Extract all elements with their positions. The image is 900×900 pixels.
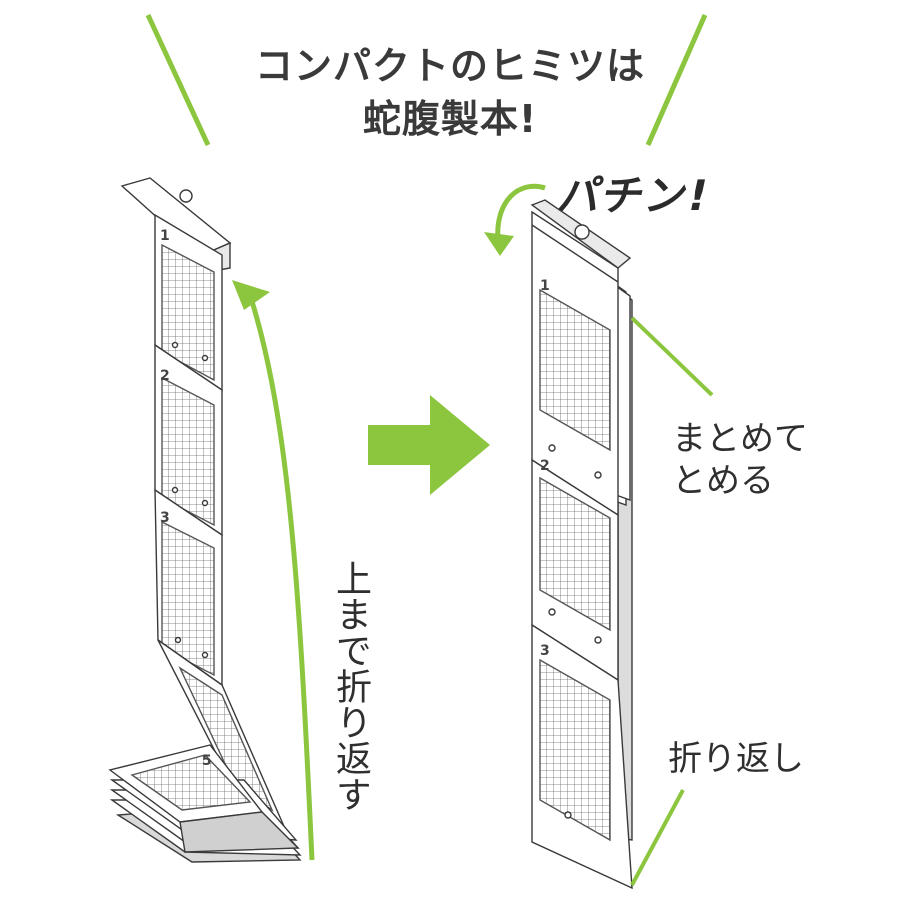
bind-callout-line-2: とめる bbox=[672, 461, 774, 501]
left-page-number-2: 2 bbox=[160, 368, 170, 384]
left-page-number-1: 1 bbox=[160, 228, 170, 244]
snap-arrow-shaft bbox=[495, 183, 546, 241]
title-accent-line-left bbox=[145, 13, 211, 147]
fold-up-arrow-shaft bbox=[247, 294, 315, 861]
right-hang-hole bbox=[574, 224, 590, 240]
snap-callout: パチン! bbox=[554, 171, 714, 220]
headline-line-1: コンパクトのヒミツは bbox=[254, 44, 645, 88]
hang-hole bbox=[179, 189, 193, 203]
fold-back-callout: 折り返し bbox=[668, 739, 804, 779]
fold-up-arrow-head bbox=[232, 280, 270, 310]
headline-line-2: 蛇腹製本! bbox=[362, 97, 538, 141]
left-page-number-3: 3 bbox=[160, 510, 170, 526]
snap-arrow-head bbox=[484, 232, 514, 256]
left-page-number-5: 5 bbox=[202, 753, 212, 769]
fold-up-callout: 上まで折り返す bbox=[330, 560, 371, 812]
bind-callout-line-1: まとめて bbox=[672, 419, 808, 459]
right-page-number-2: 2 bbox=[540, 458, 550, 474]
fold-back-leader-line bbox=[630, 789, 685, 886]
calendar-unfolded bbox=[108, 177, 302, 863]
bind-callout: まとめて とめる bbox=[672, 418, 808, 502]
right-page-number-3: 3 bbox=[540, 643, 550, 659]
transition-arrow bbox=[368, 395, 490, 495]
bind-leader-line bbox=[630, 316, 714, 397]
right-page-number-1: 1 bbox=[540, 278, 550, 294]
title-accent-line-right bbox=[645, 13, 708, 147]
calendar-folded bbox=[530, 199, 633, 890]
